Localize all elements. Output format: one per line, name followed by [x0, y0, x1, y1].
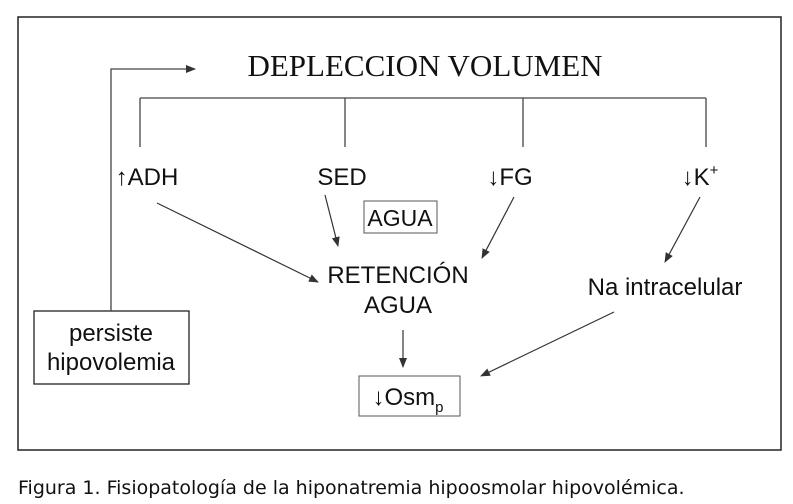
node-k-base: ↓K	[682, 164, 710, 191]
osm-box-label: ↓Osmp	[372, 384, 443, 416]
arrow-fg-to-retencion	[481, 196, 515, 259]
node-adh: ↑ADH	[116, 164, 179, 191]
arrow-adh-to-retencion	[156, 202, 319, 283]
node-fg: ↓FG	[487, 164, 532, 191]
arrow-k-to-na	[664, 196, 701, 263]
persiste-box-line1: persiste	[69, 320, 153, 347]
arrow-na-to-osm	[480, 311, 615, 377]
flow-arrows	[156, 194, 701, 377]
feedback-arrow	[110, 65, 196, 311]
node-k-superscript: +	[710, 162, 719, 179]
agua-box-label: AGUA	[367, 205, 433, 231]
osm-box	[358, 375, 461, 417]
node-retencion-line2: AGUA	[364, 292, 432, 319]
osm-subscript: p	[435, 399, 443, 416]
diagram-title: DEPLECCION VOLUMEN	[247, 48, 602, 83]
osm-base: ↓Osm	[372, 384, 435, 411]
arrow-sed-to-retencion	[324, 194, 340, 247]
distribution-bracket	[139, 97, 707, 147]
node-sed: SED	[317, 164, 366, 191]
persiste-box-line2: hipovolemia	[47, 349, 176, 376]
agua-box	[363, 200, 438, 234]
node-retencion-line1: RETENCIÓN	[327, 262, 468, 289]
node-na-intracelular: Na intracelular	[588, 274, 743, 301]
persiste-box	[33, 310, 190, 385]
node-k: ↓K+	[682, 162, 719, 191]
figure-caption: Figura 1. Fisiopatología de la hiponatre…	[18, 477, 685, 499]
